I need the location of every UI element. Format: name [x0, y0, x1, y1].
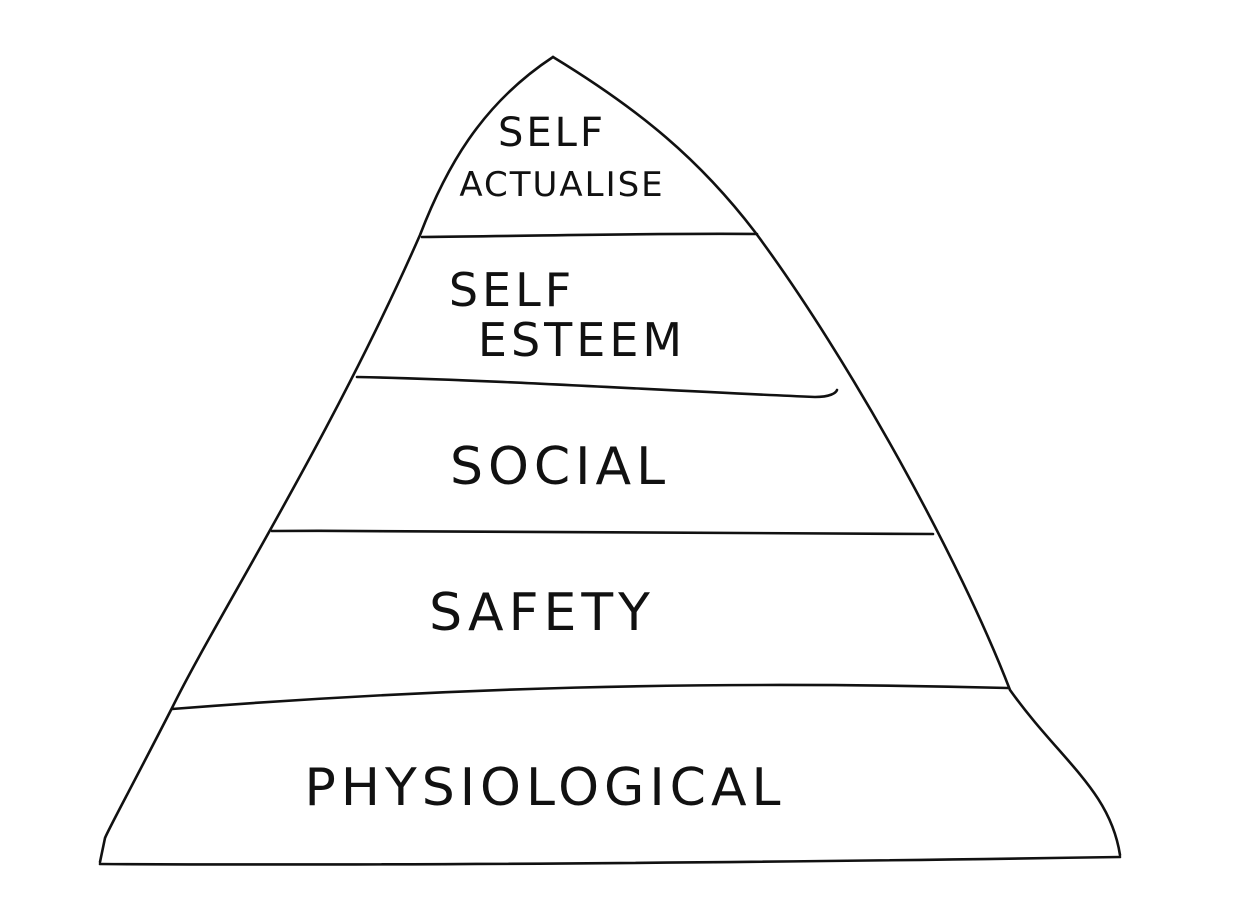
pyramid-right-edge: [551, 55, 1122, 857]
divider-3: [270, 529, 935, 536]
level-label-line: ACTUALISE: [459, 165, 664, 205]
level-label-line: SELF: [449, 263, 575, 317]
level-physiological: PHYSIOLOGICAL: [304, 758, 785, 818]
divider-2: [355, 375, 839, 399]
level-safety: SAFETY: [429, 583, 655, 643]
pyramid-base: [98, 855, 1122, 866]
level-label-line: SELF: [498, 110, 606, 156]
level-label-line: ESTEEM: [478, 313, 686, 367]
level-self-esteem: SELF ESTEEM: [449, 263, 686, 367]
divider-4: [170, 683, 1010, 711]
divider-1: [420, 232, 759, 239]
level-label-line: SAFETY: [429, 583, 655, 643]
pyramid-left-edge: [98, 55, 555, 864]
level-social: SOCIAL: [450, 437, 670, 497]
level-label-line: SOCIAL: [450, 437, 670, 497]
level-self-actualise: SELF ACTUALISE: [459, 110, 664, 205]
level-label-line: PHYSIOLOGICAL: [304, 758, 785, 818]
